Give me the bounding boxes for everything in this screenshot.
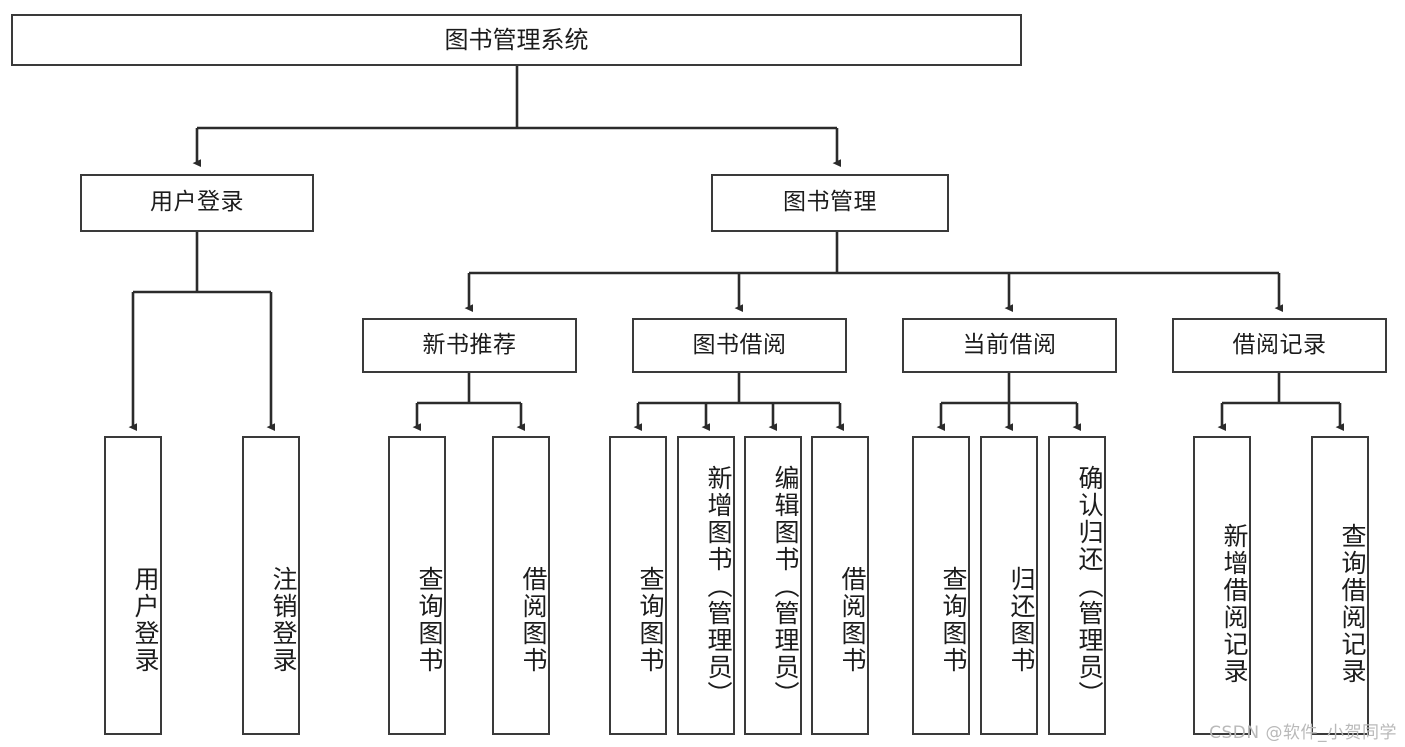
node-book-management[interactable]: 图书管理 (711, 174, 949, 232)
leaf-query-book-current[interactable]: 查询图书 (912, 436, 970, 735)
leaf-query-book-borrow[interactable]: 查询图书 (609, 436, 667, 735)
node-root-book-management-system[interactable]: 图书管理系统 (11, 14, 1022, 66)
leaf-borrow-book-recommend[interactable]: 借阅图书 (492, 436, 550, 735)
leaf-query-book-recommend[interactable]: 查询图书 (388, 436, 446, 735)
leaf-user-login[interactable]: 用户登录 (104, 436, 162, 735)
node-current-borrow[interactable]: 当前借阅 (902, 318, 1117, 373)
node-new-book-recommend[interactable]: 新书推荐 (362, 318, 577, 373)
leaf-return-book[interactable]: 归还图书 (980, 436, 1038, 735)
leaf-add-book-admin[interactable]: 新增图书（管理员） (677, 436, 735, 735)
node-book-borrow[interactable]: 图书借阅 (632, 318, 847, 373)
leaf-logout-login[interactable]: 注销登录 (242, 436, 300, 735)
leaf-confirm-return-admin[interactable]: 确认归还（管理员） (1048, 436, 1106, 735)
leaf-add-borrow-record[interactable]: 新增借阅记录 (1193, 436, 1251, 735)
leaf-query-borrow-record[interactable]: 查询借阅记录 (1311, 436, 1369, 735)
node-user-login[interactable]: 用户登录 (80, 174, 314, 232)
leaf-borrow-book-borrow[interactable]: 借阅图书 (811, 436, 869, 735)
node-borrow-record[interactable]: 借阅记录 (1172, 318, 1387, 373)
leaf-edit-book-admin[interactable]: 编辑图书（管理员） (744, 436, 802, 735)
